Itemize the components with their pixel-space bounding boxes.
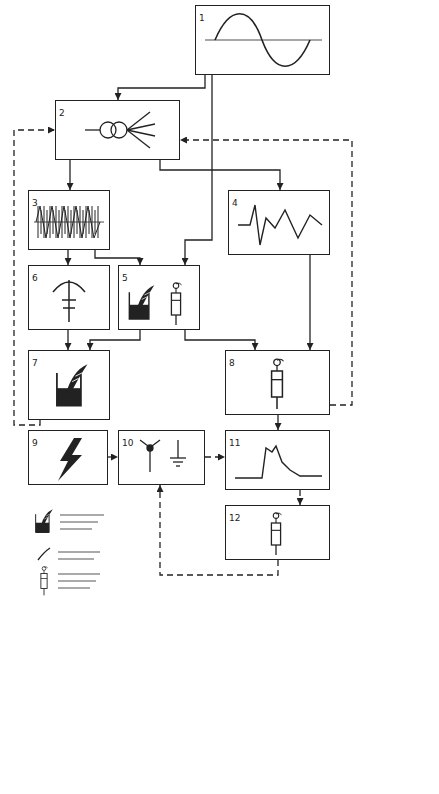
- process-box: 1: [195, 5, 330, 75]
- drawing-part: [152, 440, 160, 446]
- process-box: 2: [55, 100, 180, 160]
- drawing-part: [127, 124, 155, 130]
- drawing-part: [58, 573, 100, 575]
- signal-connector: [95, 250, 140, 265]
- legend-syringe-icon: [41, 567, 48, 596]
- callout-number: 2: [59, 109, 65, 119]
- callout-number: 12: [229, 514, 240, 524]
- drawing-part: [177, 440, 178, 458]
- wave-stroke: [86, 206, 87, 238]
- electrode-symbol: [140, 440, 186, 472]
- signal-connector: [90, 330, 140, 350]
- drawing-part: [205, 40, 322, 41]
- drawing-part: [60, 528, 92, 530]
- drawing-part: [58, 580, 96, 582]
- signal-connector: [277, 415, 278, 430]
- drawing-part: [215, 14, 310, 67]
- callout-number: 10: [122, 439, 133, 449]
- complex-waveform: [238, 205, 322, 245]
- callout-number: 4: [232, 199, 238, 209]
- signal-connector: [67, 250, 68, 265]
- feedback-connector: [14, 130, 55, 425]
- legend-beaker-icon: [36, 509, 53, 532]
- signal-connector: [69, 160, 70, 190]
- wave-stroke: [50, 206, 51, 238]
- modulated-wave: [34, 206, 104, 238]
- legend-feather-icon: [38, 548, 50, 560]
- callout-number: 9: [32, 439, 38, 449]
- drawing-part: [173, 461, 183, 462]
- drawing-part: [85, 129, 100, 130]
- callout-number: 8: [229, 359, 235, 369]
- sine-wave: [205, 14, 322, 67]
- beaker-icon: [57, 364, 88, 405]
- process-box: 3: [28, 190, 110, 250]
- process-box: 8: [225, 350, 330, 415]
- syringe-icon: [271, 513, 281, 555]
- feedback-connector: [299, 490, 300, 505]
- drawing-part: [127, 130, 150, 148]
- transformer-symbol: [85, 112, 155, 148]
- drawing-part: [58, 551, 100, 553]
- drawing-part: [62, 299, 76, 301]
- signal-connector: [118, 75, 205, 100]
- pulse-waveform: [235, 446, 322, 478]
- wave-stroke: [68, 206, 69, 238]
- drawing-part: [58, 587, 90, 589]
- drawing-part: [60, 514, 104, 516]
- callout-number: 1: [199, 14, 205, 24]
- process-box: 7: [28, 350, 110, 420]
- wave-stroke: [95, 210, 96, 234]
- drawing-part: [149, 451, 150, 472]
- drawing-part: [68, 280, 70, 322]
- signal-connector: [160, 160, 280, 190]
- process-box: 5: [118, 265, 200, 330]
- process-box: 9: [28, 430, 108, 485]
- callout-number: 3: [32, 199, 38, 209]
- feedback-connector: [205, 456, 225, 457]
- process-box: 10: [118, 430, 205, 485]
- feedback-connector: [108, 456, 118, 457]
- drawing-part: [111, 122, 127, 138]
- wave-envelope: [36, 206, 100, 238]
- beaker-icon: [129, 285, 154, 319]
- wave-stroke: [56, 206, 57, 238]
- wave-stroke: [92, 206, 93, 238]
- signal-connector: [309, 255, 310, 350]
- process-box: 12: [225, 505, 330, 560]
- syringe-icon: [272, 359, 284, 409]
- wave-stroke: [74, 206, 75, 238]
- signal-connector: [185, 330, 255, 350]
- drawing-part: [140, 440, 148, 446]
- callout-number: 5: [122, 274, 128, 284]
- feedback-connector: [160, 485, 278, 575]
- process-box: 4: [228, 190, 330, 255]
- drawing-part: [176, 465, 180, 466]
- drawing-part: [60, 521, 98, 523]
- callout-number: 11: [229, 439, 240, 449]
- legend-illegible-print: [58, 515, 104, 588]
- wave-stroke: [98, 206, 99, 238]
- drawing-part: [53, 282, 85, 292]
- wave-stroke: [80, 206, 81, 238]
- fork-symbol: [53, 280, 85, 322]
- process-box: 11: [225, 430, 330, 490]
- drawing-part: [63, 307, 75, 309]
- drawing-part: [58, 558, 94, 560]
- callout-number: 7: [32, 359, 38, 369]
- process-box: 6: [28, 265, 110, 330]
- wave-stroke: [44, 206, 45, 238]
- callout-number: 6: [32, 274, 38, 284]
- signal-connector: [67, 330, 68, 350]
- wave-stroke: [62, 206, 63, 238]
- lightning-symbol: [58, 438, 82, 481]
- feedback-connector: [180, 140, 352, 405]
- drawing-part: [170, 457, 186, 458]
- syringe-icon: [171, 283, 181, 325]
